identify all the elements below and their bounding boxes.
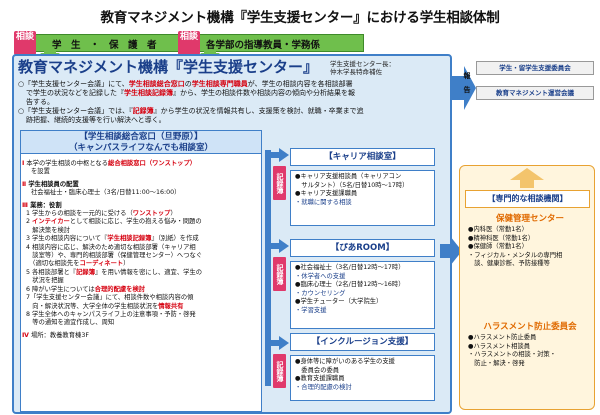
center-director: 学生支援センター長： 仲木学長特命補佐 [330, 60, 395, 76]
record-book-tag: 記録簿 [273, 257, 286, 291]
page-title: 教育マネジメント機構『学生支援センター』における学生相談体制 [100, 10, 500, 26]
center-heading: 教育マネジメント機構『学生支援センター』 [18, 58, 319, 76]
peer-room-box: ●社会福祉士（3名/日替12時～17時） ・休学者への支援 ●臨床心理士（2名/… [290, 261, 435, 329]
general-consultation-desk-heading: 【学生相談総合窓口（旦野原）】 （キャンパスライフなんでも相談室） [20, 130, 262, 154]
record-book-tag: 記録簿 [273, 166, 286, 200]
director-title: 学生支援センター長： [330, 60, 395, 68]
right-arrow-icon [265, 148, 289, 162]
consult-tag-left: 相談 [14, 31, 36, 55]
career-consultation-heading: 【キャリア相談室】 [290, 148, 435, 166]
report-arrow-icon [452, 66, 476, 110]
general-consultation-desk-box [20, 130, 262, 412]
role-item-2: 2 インテイカーとして相談に応じ、学生の抱える悩み・問題の [26, 218, 202, 226]
health-center-title: 保健管理センター [495, 214, 564, 224]
education-management-council-box: 教育マネジメント運営会議 [476, 86, 594, 100]
section-2: Ⅱ 学生相談員の配置 [22, 180, 79, 188]
role-item-6: 6 障がい学生については合理的配慮を検討 [26, 285, 146, 293]
health-center-section: 保健管理センター ●内科医（常勤1名） ●精神科医（常勤1名） ●保健師（常勤1… [468, 212, 592, 269]
section-1: Ⅰ 本学の学生相談の中枢となる総合相談窓口（ワンストップ） [22, 160, 197, 167]
consult-tag-right: 相談 [178, 31, 200, 55]
role-item-3: 3 学生の相談内容について『学生相談記録簿』（別紙）を作成 [26, 235, 199, 243]
record-book-tag: 記録簿 [273, 354, 286, 388]
career-consultation-box: ●キャリア支援相談員（キャリアコン サルタント）（5名/日替10時～17時） ●… [290, 170, 435, 226]
peer-room-heading: 【ぴあROOM】 [290, 239, 435, 257]
general-consultation-desk-body: Ⅰ 本学の学生相談の中枢となる総合相談窓口（ワンストップ） を設置 Ⅱ 学生相談… [22, 160, 260, 340]
up-arrow-icon [510, 168, 544, 188]
role-item-1: 1 学生からの相談を一元的に受ける（ワンストップ） [26, 210, 177, 218]
section-4: Ⅳ 場所：教養教育棟3F [22, 331, 89, 339]
director-name: 仲木学長特命補佐 [330, 68, 382, 76]
harassment-committee-title: ハラスメント防止委員会 [483, 322, 577, 332]
right-arrow-icon [265, 336, 289, 350]
inclusion-support-heading: 【インクルージョン支援】 [290, 333, 435, 351]
report-label: 報 告 [463, 72, 471, 93]
harassment-committee-section: ハラスメント防止委員会 ●ハラスメント防止委員 ●ハラスメント相談員 ・ハラスメ… [468, 320, 592, 368]
center-description: ○「学生支援センター会議」にて、学生相談総合窓口の学生相談専門職員が、学生の相談… [18, 80, 443, 125]
description-bullet-2: ○「学生支援センター会議」では、『記録簿』から学生の状況を情報共有し、支援策を検… [18, 107, 364, 115]
students-parents-label: 学 生 ・ 保 護 者 [52, 40, 157, 51]
section-3: Ⅲ 業務：役割 [22, 201, 62, 209]
inclusion-support-box: ●身体等に障がいのある学生の支援 委員会の委員 ●教育支援課職員 ・合理的配慮の… [290, 355, 435, 401]
role-item-8: 8 学生全体へのキャンパスライフ上の注意事項・予防・啓発 [26, 310, 196, 318]
role-item-4: 4 相談内容に応じ、解決のため適切な相談部署（キャリア相 [26, 243, 196, 251]
right-arrow-icon [440, 236, 462, 266]
expert-agencies-heading: 【専門的な相談機関】 [465, 190, 590, 208]
connector-bar [265, 150, 271, 386]
role-item-5: 5 各相談部署と『記録簿』を用い情報を密にし、適宜、学生の [26, 268, 203, 276]
right-arrow-icon [265, 239, 289, 253]
description-bullet-1: ○「学生支援センター会議」にて、学生相談総合窓口の学生相談専門職員が、学生の相談… [18, 80, 353, 88]
faculty-advisors-label: 各学部の指導教員・学務係 [206, 40, 321, 51]
role-item-7: 7「学生支援センター会議」にて、相談件数や相談内容の傾 [26, 294, 194, 302]
student-support-committee-box: 学生・留学生支援委員会 [476, 61, 594, 75]
